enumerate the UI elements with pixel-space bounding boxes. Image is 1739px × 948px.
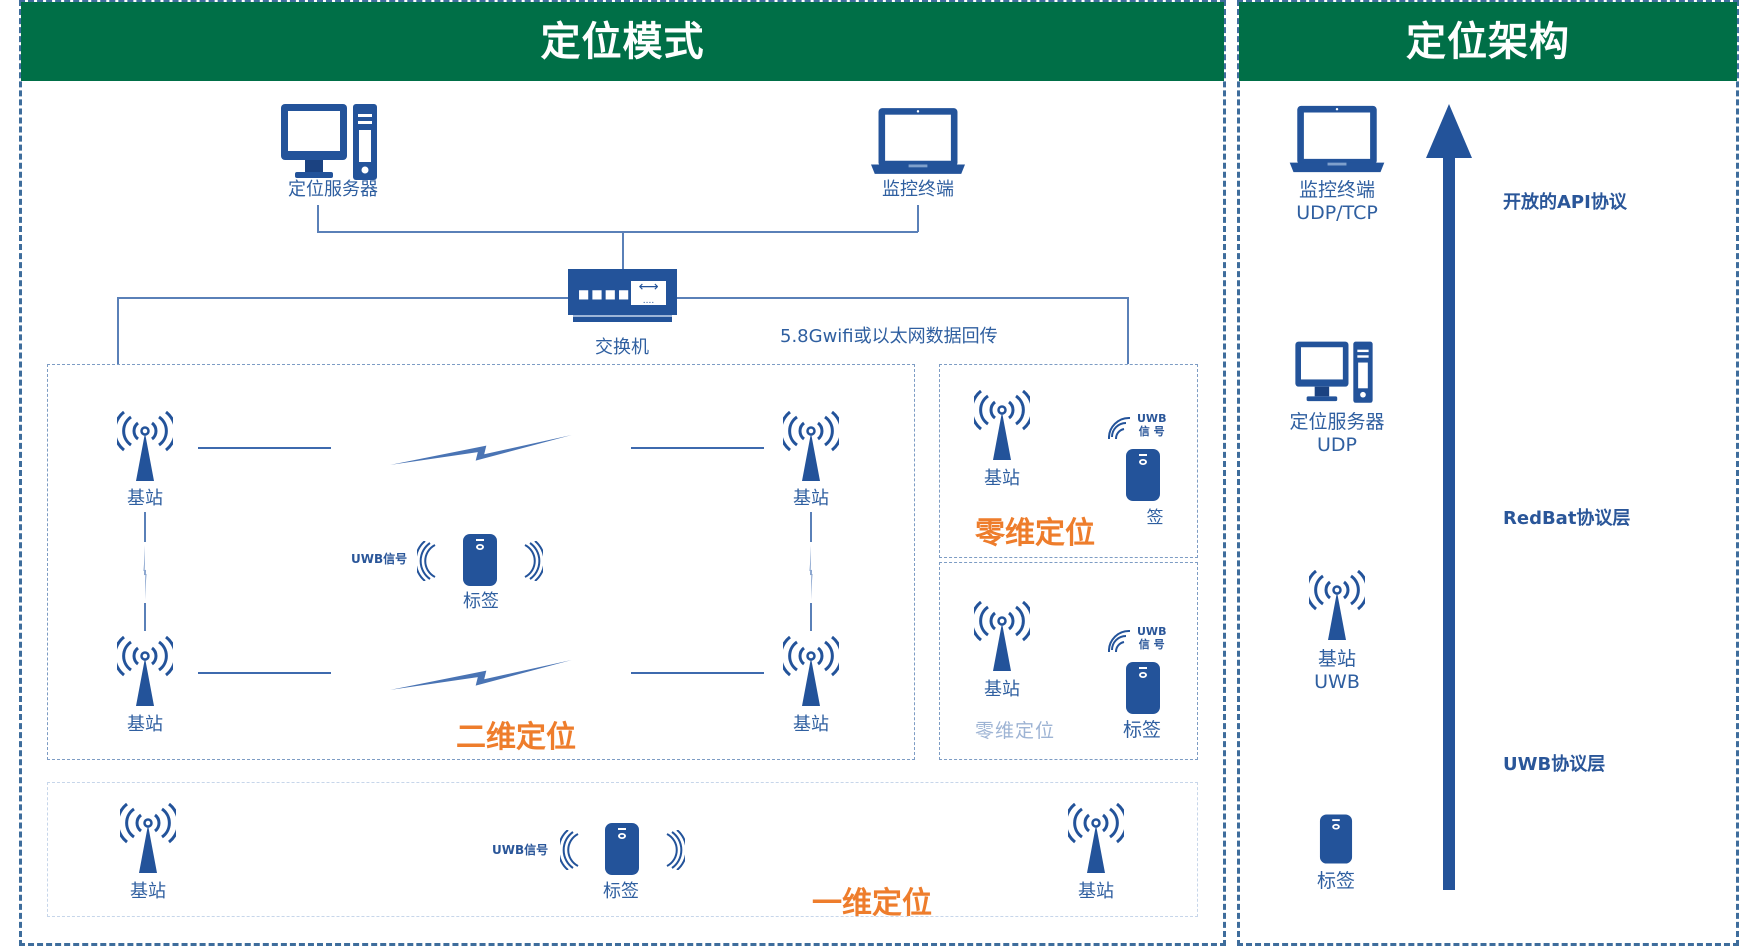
tag-label: 标签 — [603, 881, 639, 902]
uwb-signal-line1: UWB — [1137, 625, 1167, 638]
monitor-laptop-icon — [871, 106, 965, 176]
up-arrow-icon — [1426, 104, 1472, 890]
tag-label-partial: 签 — [1146, 508, 1164, 528]
layer-protocol: UDP — [1316, 434, 1357, 456]
layer-monitor-label: 监控终端 UDP/TCP — [1296, 179, 1378, 225]
connector-line — [676, 297, 1128, 299]
base-station-icon — [783, 636, 839, 708]
uwb-signal-label: UWB信号 — [351, 552, 408, 566]
link-line — [631, 672, 764, 674]
uwb-signal-label: UWB信号 — [492, 843, 549, 857]
base-station-icon — [1068, 803, 1124, 875]
tag-label: 标签 — [463, 591, 499, 612]
base-station-icon — [120, 803, 176, 875]
zero-d-faded-title: 零维定位 — [975, 720, 1056, 742]
positioning-mode-panel — [19, 0, 1226, 946]
one-d-zone — [47, 782, 1198, 917]
signal-wave-left-icon — [560, 830, 580, 870]
layer-protocol: UDP/TCP — [1296, 202, 1378, 224]
positioning-mode-header: 定位模式 — [21, 2, 1224, 81]
connector-line — [917, 205, 919, 232]
signal-wave-right-icon — [523, 541, 543, 581]
zero-d-zone-top — [939, 364, 1198, 558]
uwb-signal-label: UWB 信 号 — [1137, 625, 1166, 651]
layer-protocol: UWB — [1314, 671, 1360, 693]
connector-line — [622, 231, 624, 271]
tag-label: 标签 — [1122, 719, 1162, 741]
server-label: 定位服务器 — [288, 179, 378, 200]
base-station-label: 基站 — [127, 488, 163, 509]
wireless-bolt-icon — [390, 660, 572, 692]
connector-line — [117, 297, 119, 364]
link-line — [144, 603, 146, 631]
zero-d-zone-bottom — [939, 562, 1198, 760]
base-station-icon — [974, 601, 1030, 673]
two-d-zone — [47, 364, 915, 760]
protocol-label-api: 开放的API协议 — [1503, 192, 1627, 213]
connector-line — [117, 297, 569, 299]
layer-name: 基站 — [1317, 648, 1357, 670]
layer-name: 监控终端 — [1298, 179, 1375, 201]
zero-d-title: 零维定位 — [975, 516, 1095, 551]
monitor-label: 监控终端 — [882, 179, 954, 200]
uwb-signal-line1: UWB — [1137, 412, 1167, 425]
link-line — [810, 512, 812, 542]
uwb-signal-label: UWB 信 号 — [1137, 412, 1166, 438]
signal-wave-icon — [1108, 415, 1136, 439]
link-line — [810, 603, 812, 631]
antenna-tower-icon — [1309, 570, 1365, 642]
layer-station-label: 基站 UWB — [1314, 648, 1360, 694]
link-line — [631, 447, 764, 449]
uwb-signal-line2: 信 号 — [1138, 638, 1165, 651]
base-station-label: 基站 — [984, 679, 1020, 700]
positioning-architecture-panel — [1237, 0, 1739, 946]
protocol-label-uwb: UWB协议层 — [1503, 754, 1606, 775]
signal-wave-right-icon — [665, 830, 685, 870]
switch-icon: ■■■■ ⟷.... — [568, 269, 677, 322]
link-line — [198, 447, 331, 449]
base-station-label: 基站 — [1078, 881, 1114, 902]
link-line — [144, 512, 146, 542]
layer-name: 定位服务器 — [1289, 411, 1385, 433]
base-station-icon — [117, 636, 173, 708]
connector-line — [317, 231, 918, 233]
wireless-bolt-icon — [140, 545, 150, 600]
uwb-signal-line2: 信 号 — [1138, 425, 1165, 438]
tag-device-icon — [1125, 661, 1161, 715]
connector-line — [317, 205, 319, 232]
two-d-title: 二维定位 — [456, 720, 576, 755]
backhaul-label: 5.8Gwifi或以太网数据回传 — [780, 326, 998, 347]
base-station-label: 基站 — [127, 714, 163, 735]
link-line — [198, 672, 331, 674]
base-station-label: 基站 — [130, 881, 166, 902]
tag-device-icon — [462, 533, 498, 587]
positioning-architecture-header: 定位架构 — [1239, 2, 1737, 81]
layer-server-label: 定位服务器 UDP — [1289, 411, 1384, 457]
laptop-icon — [1289, 104, 1385, 174]
switch-label: 交换机 — [595, 337, 649, 358]
base-station-label: 基站 — [793, 488, 829, 509]
protocol-label-redbat: RedBat协议层 — [1503, 508, 1631, 529]
base-station-label: 基站 — [793, 714, 829, 735]
tag-device-icon — [1125, 448, 1161, 502]
base-station-icon — [117, 411, 173, 483]
base-station-icon — [974, 390, 1030, 462]
tag-device-icon — [604, 822, 640, 876]
desktop-computer-icon — [1284, 340, 1384, 406]
tag-device-icon — [1319, 813, 1353, 865]
base-station-label: 基站 — [984, 468, 1020, 489]
server-icon — [279, 102, 379, 184]
signal-wave-icon — [1108, 628, 1136, 652]
signal-wave-left-icon — [417, 541, 437, 581]
base-station-icon — [783, 411, 839, 483]
wireless-bolt-icon — [806, 545, 816, 600]
wireless-bolt-icon — [390, 435, 572, 467]
layer-tag-label: 标签 — [1316, 870, 1356, 892]
one-d-title: 一维定位 — [812, 886, 932, 921]
connector-line — [1127, 297, 1129, 364]
